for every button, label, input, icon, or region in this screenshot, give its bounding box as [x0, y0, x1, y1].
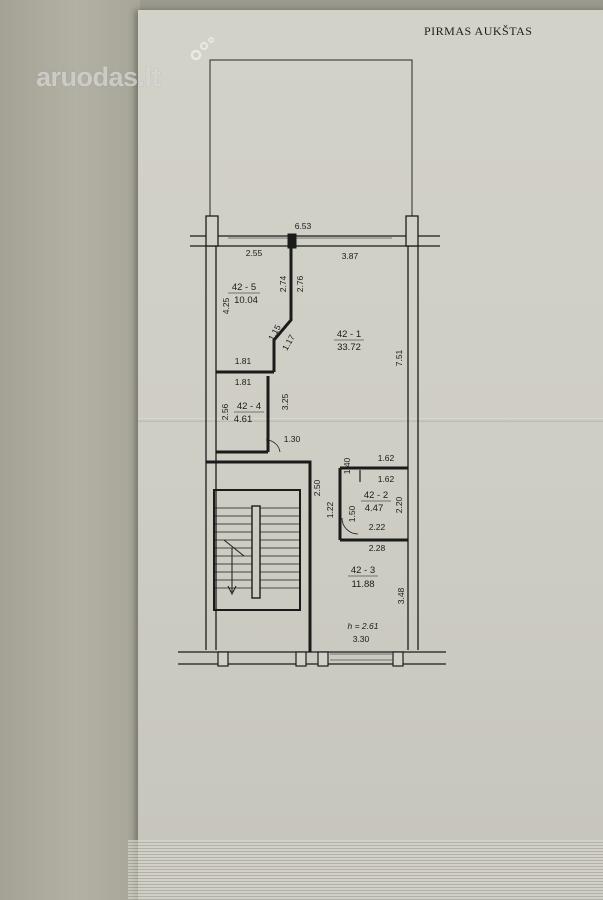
dim-r1-inner: 2.76 [295, 275, 305, 292]
room-42-1-id: 42 - 1 [337, 329, 361, 340]
dim-r5-inner: 2.74 [278, 275, 288, 292]
dim-corridor-c: 1.50 [347, 505, 357, 522]
dim-r1-right: 7.51 [394, 349, 404, 366]
door-marks [265, 439, 359, 535]
dim-r4-bottom: 1.30 [284, 434, 301, 444]
dim-corridor-a: 2.50 [312, 479, 322, 496]
dim-r3-bottom: 3.30 [353, 634, 370, 644]
dim-r3-top: 2.28 [369, 543, 386, 553]
room-42-1-area: 33.72 [337, 342, 361, 353]
room-42-2-area: 4.47 [365, 503, 384, 514]
dim-diag-b: 1.17 [280, 333, 297, 353]
watermark-bubbles-icon [190, 37, 214, 61]
room-42-5-area: 10.04 [234, 295, 258, 306]
dim-corridor-b: 1.22 [325, 501, 335, 518]
dim-r2-top-b: 1.62 [378, 474, 395, 484]
dim-top-right: 3.87 [342, 251, 359, 261]
page-title: PIRMAS AUKŠTAS [424, 24, 533, 38]
walls [178, 215, 446, 667]
watermark: aruodas.lt [36, 62, 161, 92]
dim-r2-bottom: 2.22 [369, 522, 386, 532]
dim-r3-right: 3.48 [396, 587, 406, 604]
dim-r2-right: 2.20 [394, 496, 404, 513]
room-labels: 42 - 5 10.04 42 - 1 33.72 42 - 4 4.61 42… [228, 282, 391, 590]
room-42-4-id: 42 - 4 [237, 401, 261, 412]
dim-r4-right: 3.25 [280, 393, 290, 410]
dim-top-left: 2.55 [246, 248, 263, 258]
room-42-5-id: 42 - 5 [232, 282, 256, 293]
dim-r2-left: 1.40 [342, 457, 352, 474]
page-fold [138, 418, 603, 422]
room-42-2-id: 42 - 2 [364, 490, 388, 501]
yard-outline [209, 59, 413, 216]
left-page [0, 0, 140, 900]
dim-r4-top: 1.81 [235, 377, 252, 387]
room-42-3-id: 42 - 3 [351, 565, 375, 576]
staircase [213, 489, 301, 611]
ceiling-height-note: h = 2.61 [348, 621, 379, 631]
dim-r5-left: 4.25 [221, 297, 231, 314]
page-edge-stack [128, 840, 603, 900]
dim-r4-left: 2.56 [220, 403, 230, 420]
dim-r5-bottom: 1.81 [235, 356, 252, 366]
dim-r2-top-a: 1.62 [378, 453, 395, 463]
room-42-4-area: 4.61 [234, 414, 253, 425]
dim-top-total: 6.53 [295, 221, 312, 231]
room-42-3-area: 11.88 [351, 579, 374, 590]
